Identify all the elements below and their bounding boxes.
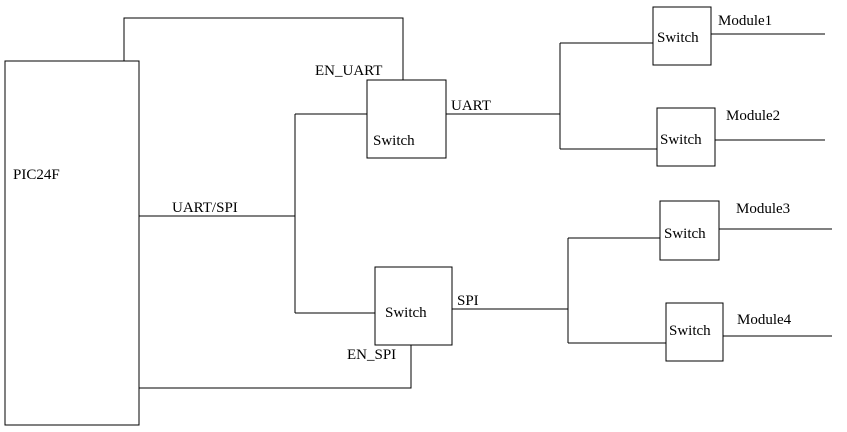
- module4-switch: Switch: [665, 302, 724, 362]
- spi-switch: Switch: [374, 266, 453, 346]
- en-uart-wire: [123, 17, 404, 80]
- uart-switch: Switch: [366, 79, 447, 159]
- mcu-label: PIC24F: [13, 167, 60, 183]
- module4-switch-label: Switch: [669, 323, 711, 339]
- module1-label: Module1: [718, 13, 772, 29]
- module3-switch-label: Switch: [664, 226, 706, 242]
- module2-label: Module2: [726, 108, 780, 124]
- en-uart-label: EN_UART: [315, 63, 382, 79]
- bus-label: UART/SPI: [172, 200, 238, 216]
- module3-switch: Switch: [659, 200, 720, 261]
- en-spi-label: EN_SPI: [347, 347, 396, 363]
- mcu-block: PIC24F: [4, 60, 140, 426]
- module4-label: Module4: [737, 312, 792, 328]
- module1-switch: Switch: [652, 6, 712, 66]
- module2-switch: Switch: [656, 107, 716, 167]
- module2-switch-label: Switch: [660, 132, 702, 148]
- spi-label: SPI: [457, 293, 479, 309]
- wires: [123, 17, 832, 389]
- spi-switch-label: Switch: [385, 305, 427, 321]
- uart-label: UART: [451, 98, 491, 114]
- module3-label: Module3: [736, 201, 790, 217]
- module1-switch-label: Switch: [657, 30, 699, 46]
- uart-switch-label: Switch: [373, 133, 415, 149]
- en-spi-wire: [139, 345, 412, 389]
